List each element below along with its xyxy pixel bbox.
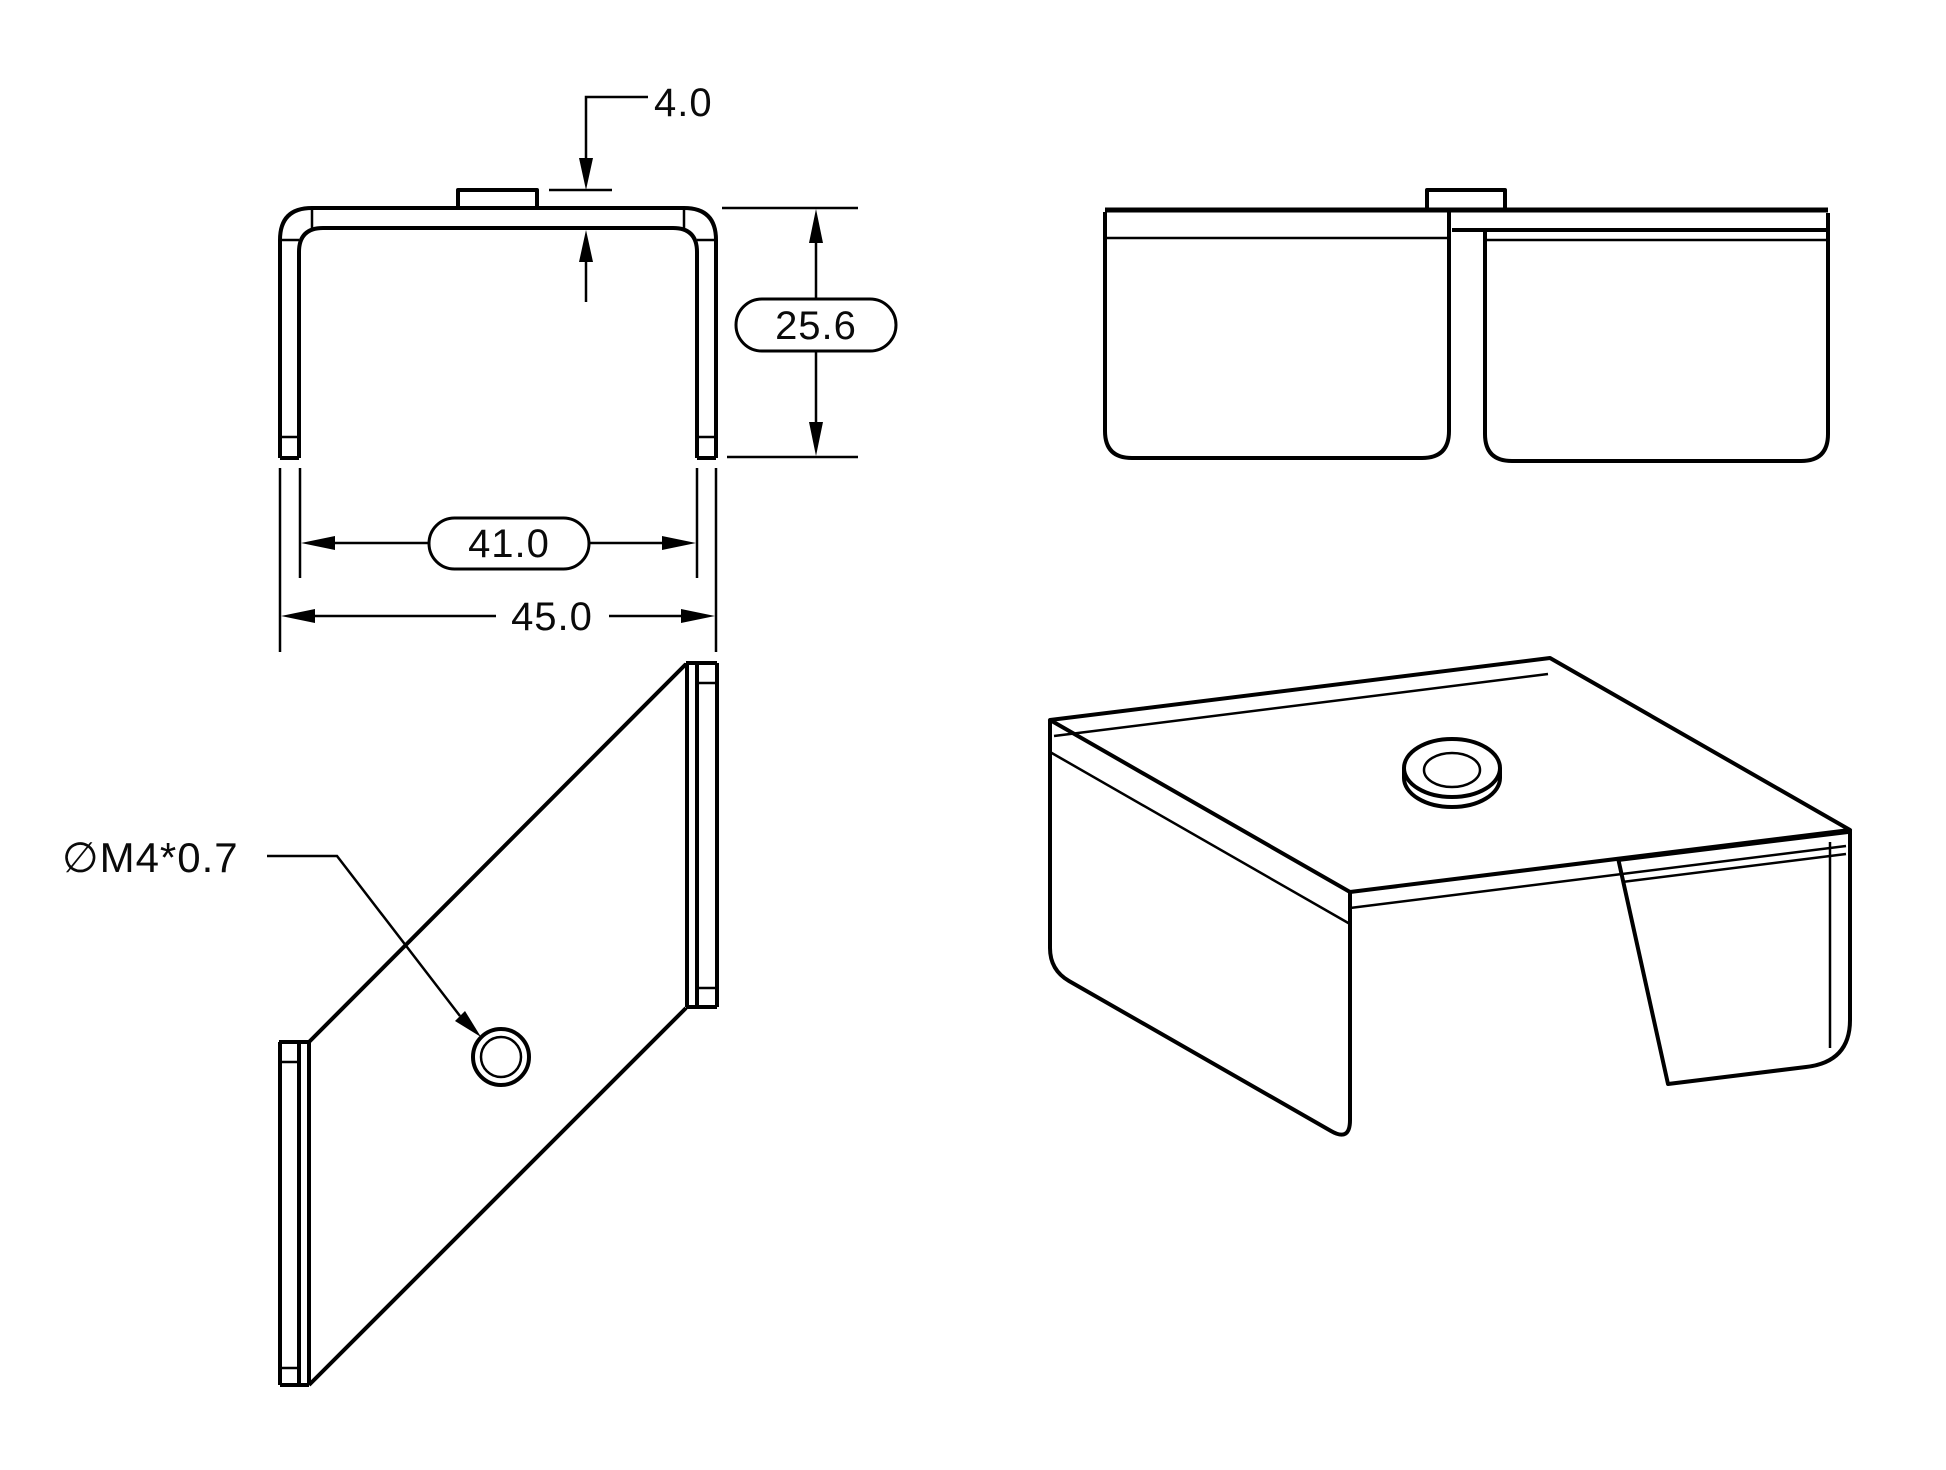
side-left-leg-ticks bbox=[280, 1060, 299, 1370]
front-inner-profile bbox=[297, 226, 699, 458]
side-right-leg-ticks bbox=[697, 681, 717, 990]
hole-inner-circle bbox=[479, 1035, 523, 1079]
dim-41-arrow-right-icon bbox=[662, 536, 696, 550]
dim-45-ext-lines bbox=[278, 468, 718, 652]
dim-25-arrow-down-icon bbox=[809, 422, 823, 456]
front-tangent-lines bbox=[280, 208, 716, 439]
iso-plate-thickness-front bbox=[1349, 844, 1847, 910]
isometric-view bbox=[1048, 656, 1852, 1137]
front-top-tab bbox=[456, 188, 539, 208]
dim-25-ext-lines bbox=[722, 206, 858, 459]
rear-top-tab bbox=[1425, 188, 1507, 208]
dimension-inner-width: 41.0 bbox=[298, 468, 699, 578]
dim-45-value: 45.0 bbox=[511, 595, 593, 639]
side-left-leg-edge bbox=[278, 1040, 311, 1387]
dim-25-arrow-up-icon bbox=[809, 209, 823, 243]
rear-view bbox=[1103, 188, 1830, 463]
dim-45-arrow-right-icon bbox=[681, 609, 715, 623]
hole-callout: ∅M4*0.7 bbox=[62, 834, 481, 1037]
dim-4-arrow-down-icon bbox=[579, 158, 593, 190]
side-face-diagonals bbox=[307, 662, 688, 1387]
iso-boss-side bbox=[1402, 768, 1502, 809]
iso-plate-thickness-left bbox=[1053, 672, 1549, 738]
dim-25-capsule bbox=[734, 297, 898, 353]
side-view bbox=[278, 661, 719, 1387]
dim-45-arrow-left-icon bbox=[281, 609, 315, 623]
dimension-tab-height: 4.0 bbox=[549, 81, 713, 302]
dim-4-leader bbox=[584, 95, 648, 160]
dim-41-value: 41.0 bbox=[468, 522, 550, 566]
hole-callout-value: ∅M4*0.7 bbox=[62, 834, 239, 881]
hole-callout-arrow-icon bbox=[455, 1011, 481, 1037]
rear-far-panel bbox=[1452, 213, 1830, 463]
hole-callout-leader bbox=[267, 854, 461, 1017]
iso-top-face bbox=[1048, 656, 1852, 894]
hole-outer-circle bbox=[471, 1027, 531, 1087]
dim-4-value: 4.0 bbox=[654, 81, 713, 125]
dim-41-arrow-left-icon bbox=[301, 536, 335, 550]
iso-boss-outer-ring bbox=[1402, 737, 1502, 799]
side-right-leg-edge bbox=[685, 661, 719, 1009]
rear-near-panel bbox=[1103, 212, 1451, 460]
dim-25-value: 25.6 bbox=[775, 304, 857, 348]
iso-boss-hole bbox=[1422, 751, 1482, 789]
iso-near-leg bbox=[1048, 720, 1352, 1137]
iso-near-leg-bend-line bbox=[1049, 750, 1351, 926]
dim-4-arrow-up-icon bbox=[579, 230, 593, 262]
iso-far-leg-bend-line bbox=[1621, 852, 1847, 884]
iso-far-leg bbox=[1616, 830, 1852, 1086]
iso-far-leg-top-edge bbox=[1617, 830, 1849, 862]
dim-41-ext-lines bbox=[298, 468, 699, 578]
dim-41-capsule bbox=[427, 516, 591, 571]
dimension-outer-width: 45.0 bbox=[278, 468, 718, 652]
front-view bbox=[278, 188, 718, 460]
front-outer-profile bbox=[278, 206, 718, 458]
dimension-overall-height: 25.6 bbox=[722, 206, 898, 459]
